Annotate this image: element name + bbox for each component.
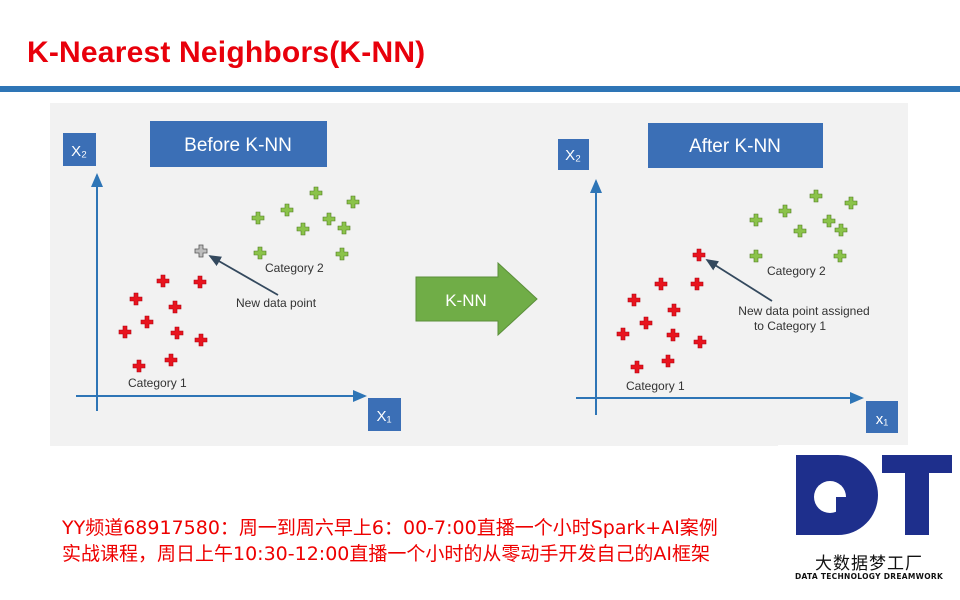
before-y-axis-label: X₂ <box>71 143 87 160</box>
after-cat1-point <box>654 277 668 291</box>
knn-arrow: K-NN <box>415 261 538 337</box>
after-cat1-point <box>616 327 630 341</box>
before-header-box <box>150 121 327 167</box>
before-cat2-point <box>346 195 360 209</box>
before-category2-points <box>251 186 360 261</box>
after-new-point-label-line1: New data point assigned <box>738 304 869 318</box>
after-header-label: After K-NN <box>689 136 781 157</box>
before-cat1-point <box>168 300 182 314</box>
after-panel: After K-NN X₂ x₁ Category 1 <box>558 123 898 433</box>
after-category1-label: Category 1 <box>626 379 685 393</box>
dt-logo: 大数据梦工厂 DATA TECHNOLOGY DREAMWORK <box>778 445 960 593</box>
before-header-label: Before K-NN <box>184 135 292 156</box>
before-y-axis-box <box>63 133 96 166</box>
after-cat1-point <box>690 277 704 291</box>
after-cat2-point <box>809 189 823 203</box>
after-y-axis-box <box>558 139 589 170</box>
before-cat2-point <box>253 246 267 260</box>
before-cat2-point <box>322 212 336 226</box>
after-cat2-point <box>833 249 847 263</box>
after-cat2-point <box>822 214 836 228</box>
before-cat1-point <box>156 274 170 288</box>
before-new-point-pointer <box>208 255 279 296</box>
after-new-data-point <box>692 248 706 262</box>
logo-t-stem <box>905 455 929 535</box>
before-cat1-point <box>129 292 143 306</box>
before-cat2-point <box>280 203 294 217</box>
live-stream-caption: YY频道68917580：周一到周六早上6：00-7:00直播一个小时Spark… <box>62 515 718 567</box>
before-category1-points <box>118 274 208 373</box>
after-new-point-label-line2: to Category 1 <box>754 319 826 333</box>
after-category1-points <box>616 248 707 374</box>
before-cat1-point <box>164 353 178 367</box>
before-cat1-point <box>132 359 146 373</box>
after-header-box <box>648 123 823 168</box>
after-cat2-point <box>778 204 792 218</box>
after-category2-label: Category 2 <box>767 264 826 278</box>
before-category2-label: Category 2 <box>265 261 324 275</box>
after-x-axis-label: x₁ <box>876 411 889 428</box>
after-y-axis-label: X₂ <box>565 147 581 164</box>
knn-arrow-label: K-NN <box>445 291 487 310</box>
before-cat1-point <box>193 275 207 289</box>
after-cat1-point <box>639 316 653 330</box>
caption-line-2: 实战课程，周日上午10:30-12:00直播一个小时的从零动手开发自己的AI框架 <box>62 543 710 565</box>
before-new-point-label: New data point <box>236 296 317 310</box>
before-cat2-point <box>309 186 323 200</box>
before-category1-label: Category 1 <box>128 376 187 390</box>
before-panel: Before K-NN X₂ X₁ Category 1 <box>63 121 401 431</box>
before-cat1-point <box>118 325 132 339</box>
before-cat2-point <box>337 221 351 235</box>
after-x-axis-box <box>866 401 898 433</box>
before-cat1-point <box>140 315 154 329</box>
title-underline <box>0 86 960 92</box>
after-cat2-point <box>793 224 807 238</box>
after-cat2-point <box>844 196 858 210</box>
logo-name-cn: 大数据梦工厂 <box>815 554 923 574</box>
after-cat2-point <box>834 223 848 237</box>
after-cat1-point <box>666 328 680 342</box>
logo-d-stem <box>836 497 846 515</box>
after-cat2-point <box>749 213 763 227</box>
after-cat1-point <box>661 354 675 368</box>
before-cat2-point <box>296 222 310 236</box>
slide-title: K-Nearest Neighbors(K-NN) <box>27 36 426 69</box>
knn-arrow-shape <box>415 261 538 337</box>
after-cat1-point <box>627 293 641 307</box>
before-cat1-point <box>194 333 208 347</box>
before-x-axis-box <box>368 398 401 431</box>
before-cat1-point <box>170 326 184 340</box>
before-cat2-point <box>251 211 265 225</box>
after-cat2-point <box>749 249 763 263</box>
knn-diagram-svg: Before K-NN X₂ X₁ Category 1 <box>63 121 898 433</box>
before-x-axis-label: X₁ <box>376 408 391 425</box>
dt-logo-mark <box>796 455 952 535</box>
after-new-point-pointer <box>705 259 773 302</box>
before-cat2-point <box>335 247 349 261</box>
after-cat1-point <box>630 360 644 374</box>
before-new-data-point <box>194 244 208 258</box>
after-category2-points <box>749 189 858 263</box>
after-cat1-point <box>667 303 681 317</box>
knn-diagram: Before K-NN X₂ X₁ Category 1 <box>50 103 908 446</box>
caption-line-1: YY频道68917580：周一到周六早上6：00-7:00直播一个小时Spark… <box>62 517 718 539</box>
after-cat1-point <box>693 335 707 349</box>
logo-name-en: DATA TECHNOLOGY DREAMWORK <box>794 572 944 581</box>
